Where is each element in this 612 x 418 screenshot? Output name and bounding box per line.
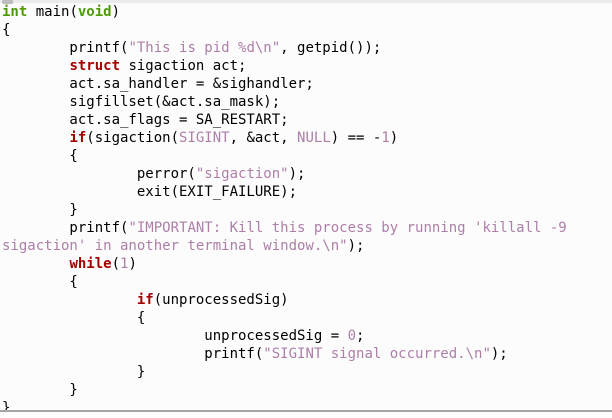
code-token: (unprocessedSig) bbox=[153, 292, 289, 308]
code-token: if bbox=[69, 130, 87, 146]
code-line: { bbox=[2, 147, 612, 165]
bottom-border bbox=[0, 410, 612, 412]
code-token: int bbox=[2, 4, 28, 20]
code-token: ); bbox=[347, 238, 365, 254]
code-token: ) bbox=[111, 4, 121, 20]
code-token bbox=[2, 58, 69, 74]
code-token: ( bbox=[111, 256, 121, 272]
code-token: unprocessedSig = bbox=[2, 328, 348, 344]
code-token: void bbox=[77, 4, 112, 20]
code-line: { bbox=[2, 273, 612, 291]
code-token: printf( bbox=[2, 40, 129, 56]
code-token bbox=[2, 292, 137, 308]
code-token: "IMPORTANT: Kill this process by running… bbox=[128, 220, 567, 236]
code-line: { bbox=[2, 21, 612, 39]
code-token: { bbox=[2, 22, 11, 38]
code-token: printf( bbox=[2, 220, 129, 236]
code-token: { bbox=[2, 310, 146, 326]
bottom-gap bbox=[0, 412, 612, 418]
code-token bbox=[2, 130, 69, 146]
code-token bbox=[2, 256, 69, 272]
code-token: sigfillset(&act.sa_mask); bbox=[2, 94, 281, 110]
code-token: ) == - bbox=[330, 130, 382, 146]
code-line: printf("This is pid %d\n", getpid()); bbox=[2, 39, 612, 57]
code-line: { bbox=[2, 309, 612, 327]
code-token: , &act, bbox=[229, 130, 298, 146]
code-line: } bbox=[2, 201, 612, 219]
code-line: int main(void) bbox=[2, 3, 612, 21]
code-token: 1 bbox=[120, 256, 129, 272]
code-line: unprocessedSig = 0; bbox=[2, 327, 612, 345]
code-line: exit(EXIT_FAILURE); bbox=[2, 183, 612, 201]
code-line: } bbox=[2, 399, 612, 410]
code-token: exit(EXIT_FAILURE); bbox=[2, 184, 298, 200]
code-token: sigaction' in another terminal window.\n… bbox=[2, 238, 348, 254]
code-line: perror("sigaction"); bbox=[2, 165, 612, 183]
top-edge-strip bbox=[0, 0, 612, 3]
code-token: (sigaction( bbox=[86, 130, 180, 146]
code-token: "This is pid %d\n" bbox=[128, 40, 281, 56]
code-token: { bbox=[2, 274, 78, 290]
code-token: while bbox=[69, 256, 112, 272]
code-token: if bbox=[136, 292, 154, 308]
code-token: } bbox=[2, 202, 78, 218]
code-token: , getpid()); bbox=[280, 40, 382, 56]
code-line: sigaction' in another terminal window.\n… bbox=[2, 237, 612, 255]
code-token: SIGINT bbox=[179, 130, 230, 146]
code-token: struct bbox=[69, 58, 121, 74]
code-line: struct sigaction act; bbox=[2, 57, 612, 75]
code-token: ) bbox=[389, 130, 399, 146]
code-token: } bbox=[2, 400, 11, 410]
code-line: printf("IMPORTANT: Kill this process by … bbox=[2, 219, 612, 237]
code-line: if(sigaction(SIGINT, &act, NULL) == -1) bbox=[2, 129, 612, 147]
code-token: sigaction act; bbox=[120, 58, 247, 74]
cropped-icon-fragment bbox=[2, 0, 13, 4]
code-line: act.sa_flags = SA_RESTART; bbox=[2, 111, 612, 129]
code-token: ; bbox=[356, 328, 365, 344]
code-token: perror( bbox=[2, 166, 196, 182]
code-line: printf("SIGINT signal occurred.\n"); bbox=[2, 345, 612, 363]
code-token: NULL bbox=[297, 130, 331, 146]
code-editor[interactable]: int main(void){ printf("This is pid %d\n… bbox=[2, 3, 612, 410]
code-token: ) bbox=[128, 256, 137, 272]
code-line: } bbox=[2, 381, 612, 399]
code-token: printf( bbox=[2, 346, 264, 362]
code-token: 0 bbox=[347, 328, 357, 344]
code-token: ); bbox=[490, 346, 508, 362]
code-line: if(unprocessedSig) bbox=[2, 291, 612, 309]
code-token: ); bbox=[288, 166, 306, 182]
code-token: 1 bbox=[381, 130, 390, 146]
code-token: "SIGINT signal occurred.\n" bbox=[263, 346, 491, 362]
code-token: act.sa_handler = &sighandler; bbox=[2, 76, 314, 92]
code-token: "sigaction" bbox=[195, 166, 289, 182]
code-line: while(1) bbox=[2, 255, 612, 273]
code-line: act.sa_handler = &sighandler; bbox=[2, 75, 612, 93]
code-line: sigfillset(&act.sa_mask); bbox=[2, 93, 612, 111]
code-token: } bbox=[2, 382, 78, 398]
code-token: act.sa_flags = SA_RESTART; bbox=[2, 112, 289, 128]
code-token: } bbox=[2, 364, 146, 380]
code-line: } bbox=[2, 363, 612, 381]
code-token: { bbox=[2, 148, 78, 164]
code-token: main( bbox=[27, 4, 78, 20]
